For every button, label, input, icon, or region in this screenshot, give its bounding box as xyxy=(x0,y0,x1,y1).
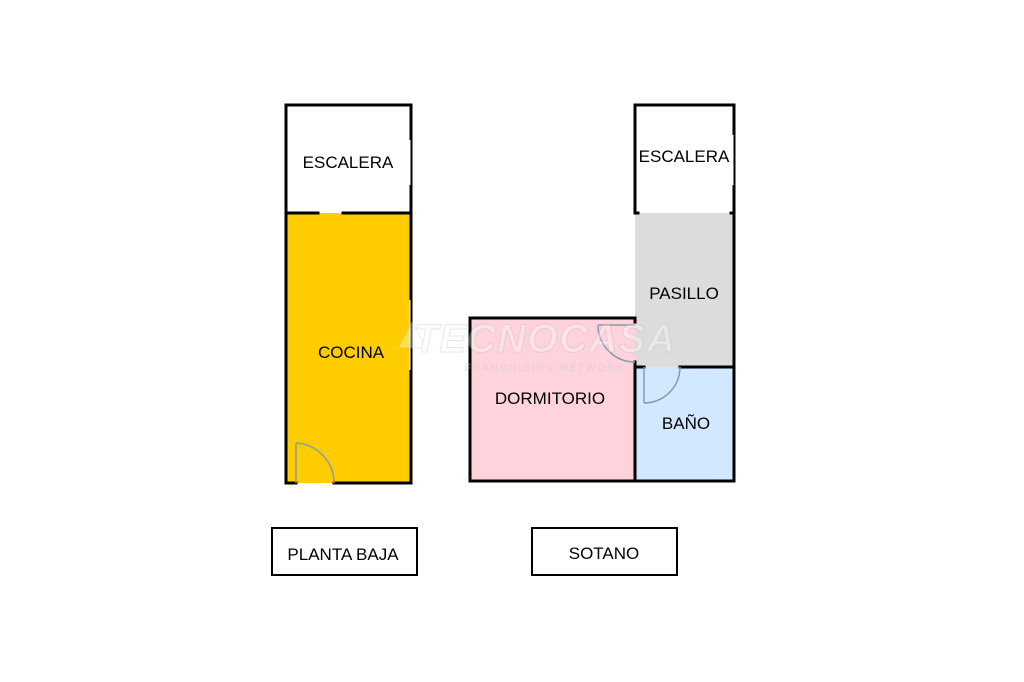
ground-floor-caption: PLANTA BAJA xyxy=(271,527,418,576)
bedroom-area xyxy=(470,318,635,481)
kitchen-area xyxy=(286,213,411,483)
basement-plan: ESCALERA PASILLO DORMITORIO BAÑO xyxy=(468,103,736,483)
basement-caption-box xyxy=(531,527,678,576)
tecnocasa-watermark: TECNOCASA FRANCHISING NETWORK xyxy=(397,317,676,374)
kitchen-label: COCINA xyxy=(318,343,385,362)
watermark-brand: TECNOCASA xyxy=(414,317,676,361)
ground-floor-caption-box xyxy=(271,527,418,576)
bathroom-door xyxy=(643,366,681,404)
kitchen-door xyxy=(295,442,335,484)
bathroom-area xyxy=(635,367,734,481)
ground-stair-area xyxy=(286,105,411,213)
basement-stair-label: ESCALERA xyxy=(639,147,730,166)
basement-walls xyxy=(468,103,736,483)
bathroom-label: BAÑO xyxy=(662,414,710,433)
basement-stair-area xyxy=(635,105,734,213)
house-logo-icon xyxy=(397,320,427,349)
ground-floor-caption-text: PLANTA BAJA xyxy=(287,545,399,564)
ground-stair-label: ESCALERA xyxy=(303,153,394,172)
watermark-tagline: FRANCHISING NETWORK xyxy=(465,363,626,374)
hallway-area xyxy=(635,213,734,367)
bedroom-label: DORMITORIO xyxy=(495,389,605,408)
hallway-label: PASILLO xyxy=(649,284,719,303)
basement-caption: SOTANO xyxy=(531,527,678,576)
basement-caption-text: SOTANO xyxy=(569,544,640,563)
ground-floor-plan: ESCALERA COCINA xyxy=(284,103,413,485)
bedroom-door xyxy=(597,324,636,363)
ground-floor-walls xyxy=(284,103,413,485)
